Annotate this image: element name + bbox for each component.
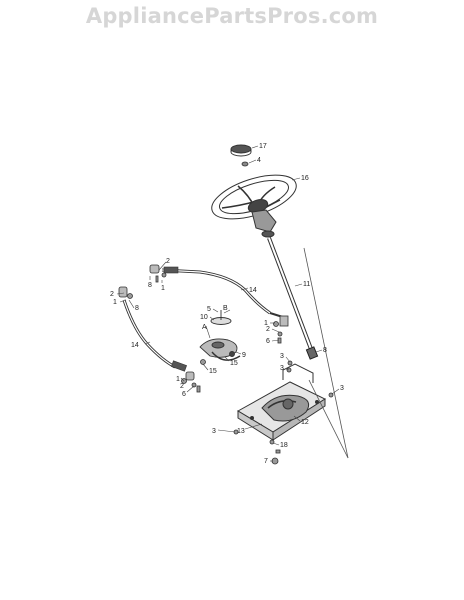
watermark-text: AppliancePartsPros.com [85, 4, 379, 28]
callout-A: A [202, 324, 207, 331]
callout-14: 14 [131, 342, 139, 349]
callout-11: 11 [303, 281, 310, 288]
callout-14: 14 [249, 287, 257, 294]
lower-drag-link [118, 286, 195, 381]
callout-B: B [223, 305, 228, 312]
mounting-plate [237, 363, 327, 441]
frame-edge [303, 247, 349, 459]
steering-shaft [267, 237, 313, 350]
callout-2: 2 [110, 291, 114, 298]
callout-2: 2 [166, 258, 170, 265]
cap-nut [241, 161, 249, 167]
callout-2: 2 [266, 326, 270, 333]
callout-8: 8 [323, 347, 327, 354]
callout-1: 1 [176, 376, 180, 383]
callout-10: 10 [200, 314, 208, 321]
upper-drag-link [149, 264, 289, 327]
hardware-pieces [127, 272, 334, 465]
callout-3: 3 [212, 428, 216, 435]
callout-8: 8 [148, 282, 152, 289]
callout-3: 3 [280, 365, 284, 372]
callout-18: 18 [280, 442, 288, 449]
callout-15: 15 [209, 368, 217, 375]
callout-1: 1 [113, 299, 117, 306]
callout-1: 1 [161, 285, 165, 292]
callout-12: 12 [301, 419, 309, 426]
callout-1: 1 [264, 320, 268, 327]
callout-16: 16 [301, 175, 309, 182]
leader-lines [116, 145, 340, 462]
steering-cap [230, 144, 252, 157]
callout-3: 3 [280, 353, 284, 360]
callout-9: 9 [242, 352, 246, 359]
callout-13: 13 [237, 428, 245, 435]
shaft-spring [305, 346, 319, 360]
callout-17: 17 [259, 143, 267, 150]
steering-wheel [211, 174, 297, 238]
callout-6: 6 [266, 338, 270, 345]
steering-sector [199, 310, 241, 361]
callout-labels: 17 4 16 11 8 2 8 1 14 2 1 8 14 5 B 10 A … [110, 143, 344, 465]
callout-3: 3 [340, 385, 344, 392]
callout-6: 6 [182, 391, 186, 398]
callout-5: 5 [207, 306, 211, 313]
callout-15: 15 [230, 360, 238, 367]
callout-8: 8 [135, 305, 139, 312]
callout-2: 2 [180, 383, 184, 390]
callout-7: 7 [264, 458, 268, 465]
callout-4: 4 [257, 157, 261, 164]
